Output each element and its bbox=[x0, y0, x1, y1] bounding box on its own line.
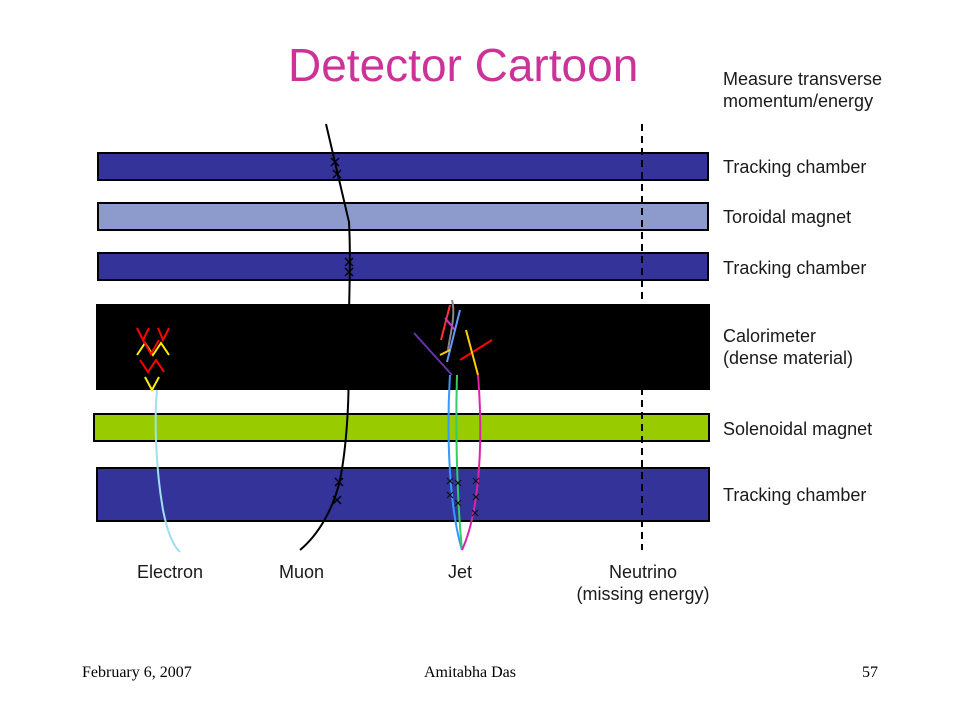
jet-hits bbox=[446, 477, 480, 517]
calorimeter-label-line2: (dense material) bbox=[723, 348, 854, 368]
layer-label-tracking-inner: Tracking chamber bbox=[723, 485, 867, 505]
toroidal-magnet-layer bbox=[97, 202, 709, 231]
measure-note: Measure transverse momentum/energy bbox=[723, 68, 882, 112]
layer-label-tracking-middle: Tracking chamber bbox=[723, 258, 867, 278]
slide-title: Detector Cartoon bbox=[288, 39, 639, 91]
footer-author: Amitabha Das bbox=[424, 664, 516, 681]
neutrino-label-line2: (missing energy) bbox=[576, 584, 710, 604]
tracking-chamber-inner-layer bbox=[96, 467, 710, 522]
tracking-chamber-middle-layer bbox=[97, 252, 709, 281]
measure-note-line1: Measure transverse bbox=[723, 69, 883, 89]
neutrino-label-line1: Neutrino bbox=[608, 562, 678, 582]
jet-track-blue bbox=[447, 374, 463, 551]
jet-track-green bbox=[455, 374, 463, 551]
footer-page-number: 57 bbox=[862, 664, 878, 681]
layer-label-solenoidal: Solenoidal magnet bbox=[723, 419, 873, 439]
calorimeter-label-line1: Calorimeter bbox=[723, 326, 817, 346]
jet-track-magenta bbox=[461, 374, 482, 551]
tracking-chamber-outer-layer bbox=[97, 152, 709, 181]
layer-label-toroidal: Toroidal magnet bbox=[723, 207, 852, 227]
particle-label-jet: Jet bbox=[448, 562, 473, 582]
muon-hits bbox=[330, 157, 354, 505]
particle-label-electron: Electron bbox=[137, 562, 204, 582]
footer-date: February 6, 2007 bbox=[82, 664, 192, 681]
solenoidal-magnet-layer bbox=[93, 413, 710, 442]
layer-label-calorimeter: Calorimeter (dense material) bbox=[723, 325, 853, 369]
electron-shower bbox=[136, 327, 170, 393]
electron-track bbox=[154, 389, 181, 553]
muon-track bbox=[299, 123, 351, 551]
measure-note-line2: momentum/energy bbox=[723, 91, 874, 111]
particle-label-muon: Muon bbox=[279, 562, 325, 582]
jet-shower bbox=[413, 299, 493, 376]
calorimeter-layer bbox=[96, 304, 710, 390]
particle-label-neutrino: Neutrino (missing energy) bbox=[572, 561, 714, 605]
layer-label-tracking-outer: Tracking chamber bbox=[723, 157, 867, 177]
